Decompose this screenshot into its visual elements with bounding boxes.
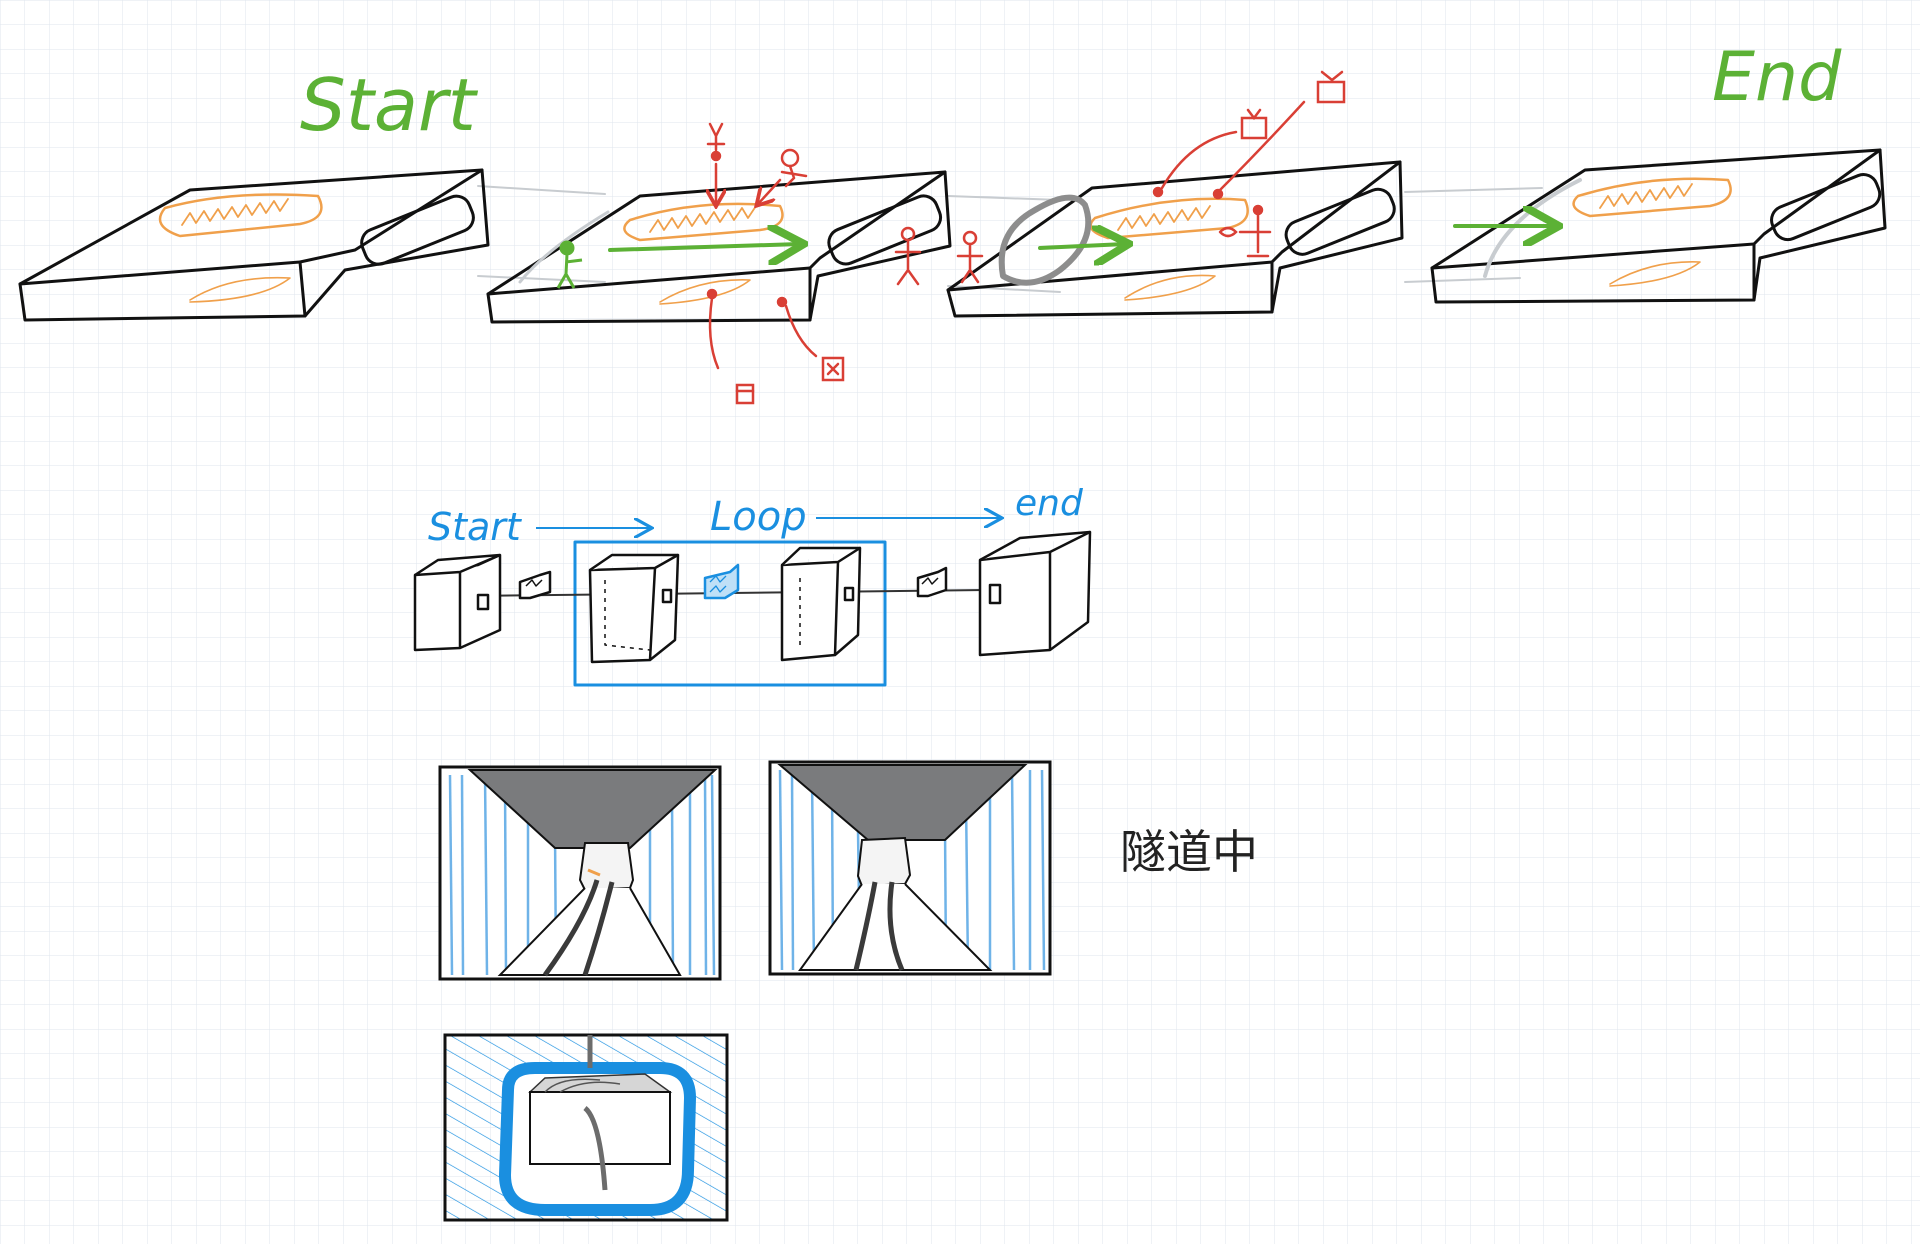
path-arrow-2 [1038,244,1125,248]
enemy-icon-5 [1218,204,1272,258]
enemy-icon-3 [894,226,922,286]
start-label-big: Start [300,63,479,147]
drone-icon-2 [776,296,845,382]
start-label-small: Start [428,505,523,549]
player-path [608,226,1555,250]
end-label-big: End [1712,38,1842,117]
enemy-icon-1 [708,122,724,204]
enemy-icon-2 [758,148,808,204]
cube-end [978,530,1092,657]
connector-block-1 [518,570,552,600]
tunnel-view-1 [438,765,722,981]
tunnel-note-label: 隧道中 [1120,825,1258,879]
player-figure-icon [556,240,583,289]
cube-start [413,553,502,652]
connector-block-blue [703,563,740,600]
enemy-icon-4 [956,230,984,284]
path-arrow-1 [608,244,800,250]
drone-icon-1 [706,288,755,405]
tunnel-view-2 [768,760,1052,976]
enemies [706,70,1346,405]
loop-flow-diagram: Start Loop end [413,483,1092,687]
connector-block-2 [916,566,948,598]
tunnel-view-3 [443,1033,729,1222]
drone-icon-4 [1212,70,1346,200]
slab-module-2 [486,170,952,324]
loop-box [573,540,887,687]
end-label-small: end [1015,483,1084,524]
drone-icon-3 [1152,108,1268,198]
cube-loop-1 [588,553,680,664]
cube-loop-2 [780,546,862,662]
slab-module-3 [946,160,1404,318]
loop-label: Loop [710,494,807,540]
slab-module-1 [18,168,490,322]
